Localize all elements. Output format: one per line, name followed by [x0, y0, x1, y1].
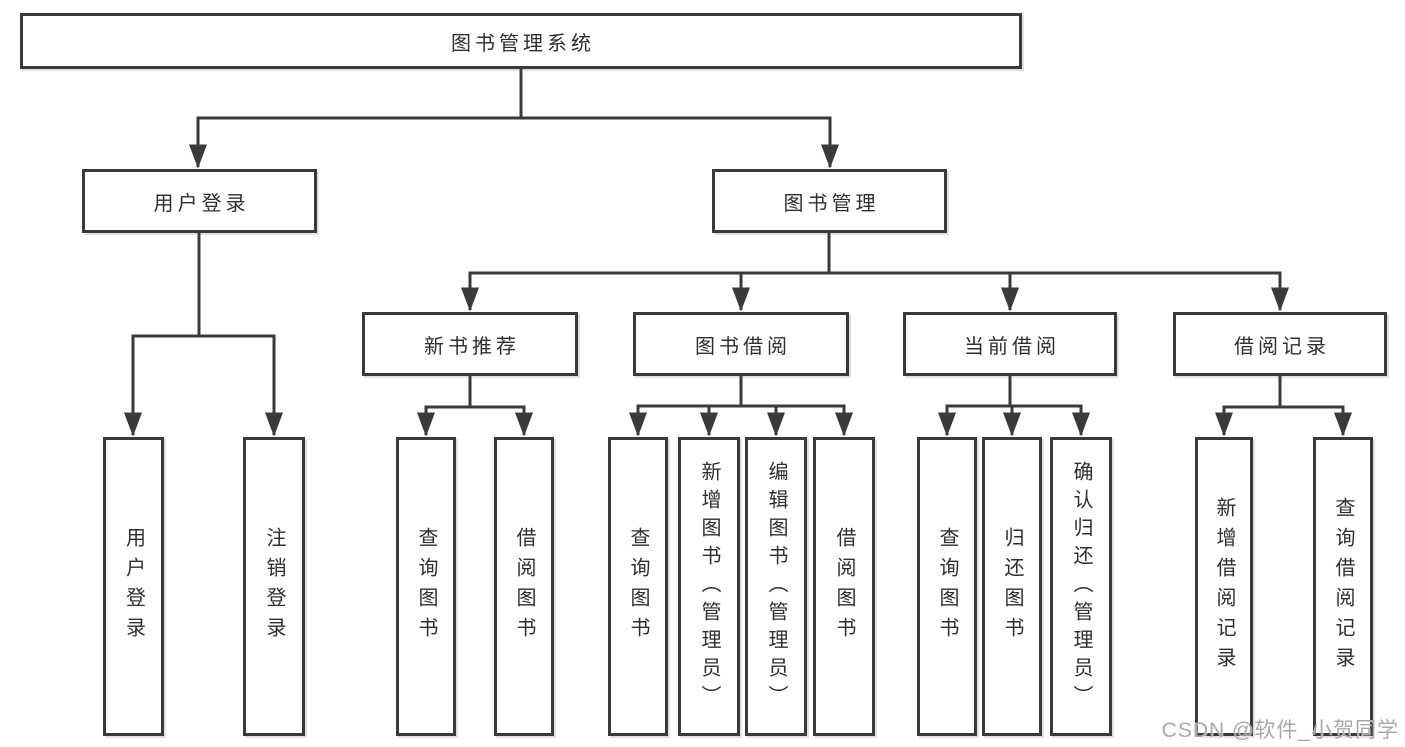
leaf-search-borrow-record: 查询借阅记录 — [1313, 437, 1373, 736]
node-borrowing-records: 借阅记录 — [1173, 312, 1387, 376]
node-user-login: 用户登录 — [82, 169, 317, 233]
node-current-borrowing: 当前借阅 — [903, 312, 1117, 376]
node-root-system: 图书管理系统 — [20, 13, 1022, 69]
leaf-add-borrow-record: 新增借阅记录 — [1195, 437, 1253, 736]
leaf-return-books: 归还图书 — [982, 437, 1042, 736]
node-new-book-recommend: 新书推荐 — [362, 312, 578, 376]
leaf-search-books-current: 查询图书 — [917, 437, 977, 736]
node-book-management: 图书管理 — [712, 169, 947, 233]
leaf-borrow-books: 借阅图书 — [813, 437, 875, 736]
leaf-add-books-admin: 新增图书（管理员） — [678, 437, 740, 736]
leaf-confirm-return-admin: 确认归还（管理员） — [1050, 437, 1112, 736]
leaf-logout: 注销登录 — [243, 437, 305, 736]
leaf-edit-books-admin: 编辑图书（管理员） — [745, 437, 807, 736]
leaf-search-books-borrowing: 查询图书 — [608, 437, 668, 736]
leaf-search-books-recommend: 查询图书 — [396, 437, 456, 736]
leaf-borrow-books-recommend: 借阅图书 — [494, 437, 554, 736]
node-book-borrowing: 图书借阅 — [633, 312, 849, 376]
leaf-user-login: 用户登录 — [103, 437, 164, 736]
